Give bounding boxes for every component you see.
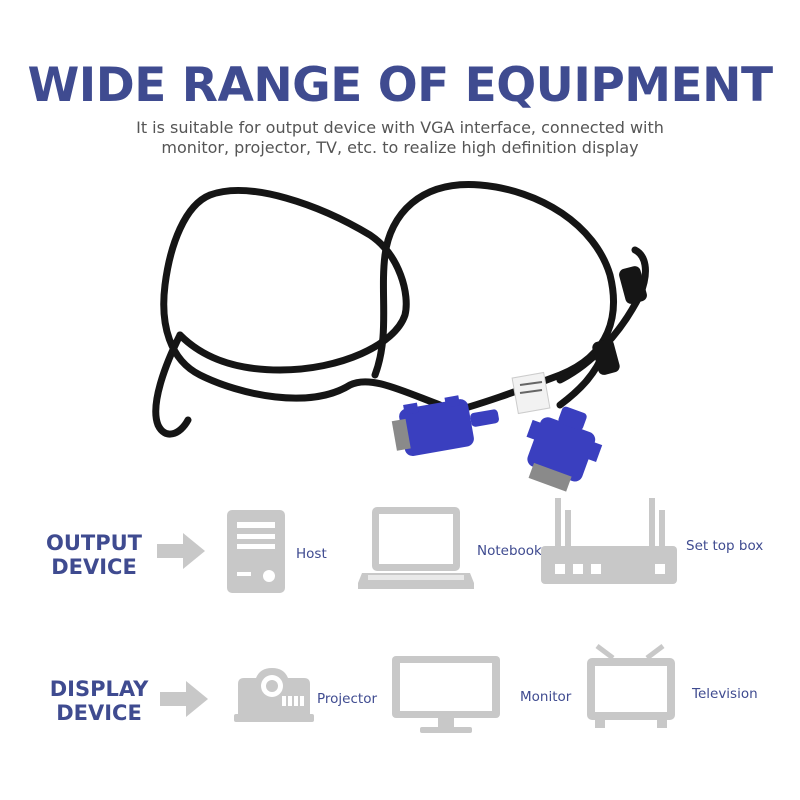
router-box-icon (541, 498, 677, 584)
output-device-label: OUTPUT DEVICE (44, 531, 144, 579)
output-label-line-1: OUTPUT (46, 531, 142, 555)
monitor-icon (392, 656, 500, 733)
television-icon (587, 644, 675, 728)
display-device-label: DISPLAY DEVICE (44, 677, 154, 725)
subtitle-line-2: monitor, projector, TV, etc. to realize … (161, 138, 639, 157)
desktop-tower-icon (227, 510, 285, 593)
vga-cable-image (152, 181, 649, 492)
page-subtitle: It is suitable for output device with VG… (100, 118, 700, 158)
projector-icon (234, 668, 314, 722)
page-title: WIDE RANGE OF EQUIPMENT (27, 58, 773, 113)
display-label-line-1: DISPLAY (49, 677, 149, 701)
arrow-right-icon (160, 681, 208, 717)
laptop-icon (358, 507, 474, 589)
device-label-set-top-box: Set top box (686, 538, 764, 554)
subtitle-line-1: It is suitable for output device with VG… (136, 118, 664, 137)
device-label-host: Host (296, 546, 327, 562)
device-label-monitor: Monitor (520, 689, 572, 705)
arrow-right-icon (157, 533, 205, 569)
device-label-notebook: Notebook (477, 543, 542, 559)
device-label-projector: Projector (317, 691, 377, 707)
device-label-television: Television (692, 686, 758, 702)
display-label-line-2: DEVICE (56, 701, 142, 725)
output-label-line-2: DEVICE (51, 555, 137, 579)
